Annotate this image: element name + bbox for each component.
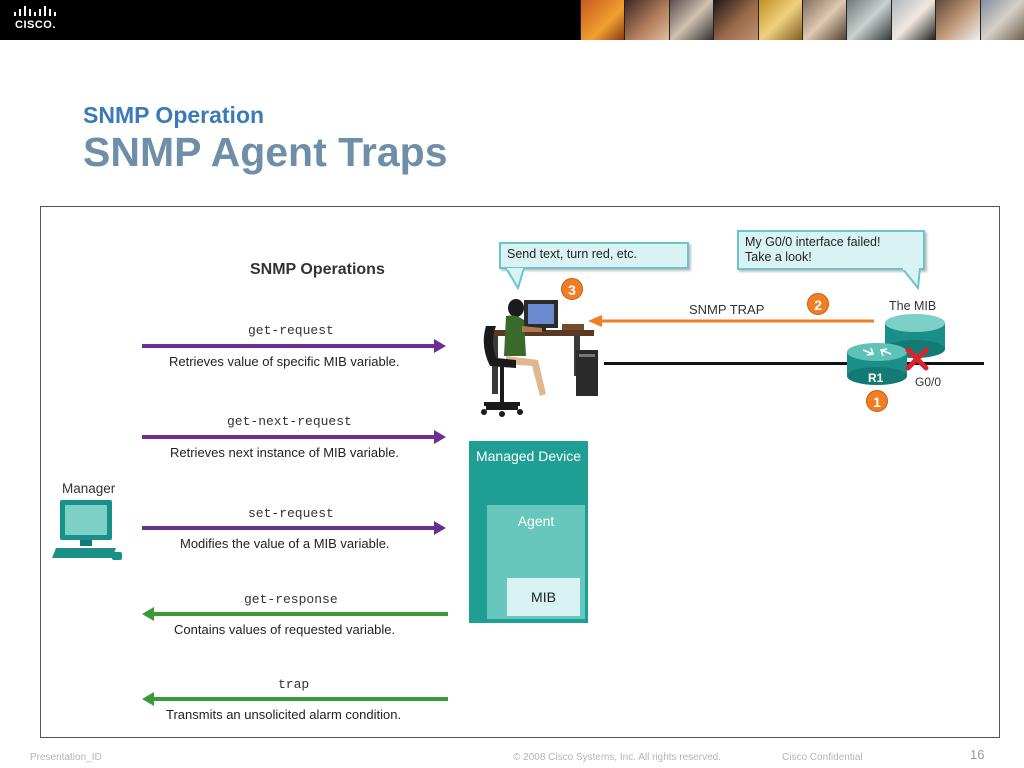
- manager-callout: Send text, turn red, etc.: [499, 242, 689, 269]
- request-arrow: [142, 521, 446, 535]
- header-photo: [979, 0, 1024, 40]
- operation-description: Transmits an unsolicited alarm condition…: [166, 707, 402, 722]
- request-arrow: [142, 430, 446, 444]
- step-badge: 2: [807, 293, 829, 315]
- router-callout-line1: My G0/0 interface failed!: [745, 235, 881, 249]
- snmp-trap-arrow: [588, 315, 874, 327]
- page-number: 16: [970, 747, 985, 762]
- header-photo: [846, 0, 891, 40]
- header-photo: [624, 0, 669, 40]
- router-callout-line2: Take a look!: [745, 250, 812, 264]
- header-photo: [713, 0, 758, 40]
- manager-callout-text: Send text, turn red, etc.: [507, 247, 637, 261]
- cisco-bars-icon: [14, 6, 56, 16]
- header-photo: [935, 0, 980, 40]
- mib-label: MIB: [531, 589, 556, 605]
- operation-name: get-response: [244, 592, 338, 607]
- callout-pointer-icon: [504, 268, 526, 290]
- manager-computer-icon: [52, 500, 122, 560]
- confidential-text: Cisco Confidential: [782, 752, 863, 763]
- operation-name: get-next-request: [227, 414, 352, 429]
- network-link: [604, 362, 984, 365]
- router-callout: My G0/0 interface failed! Take a look!: [737, 230, 925, 270]
- header-photo: [802, 0, 847, 40]
- operation-description: Retrieves next instance of MIB variable.: [170, 445, 400, 460]
- interface-failure-icon: [905, 347, 929, 371]
- operation-description: Modifies the value of a MIB variable.: [180, 536, 390, 551]
- slide-title: SNMP Agent Traps: [83, 129, 448, 175]
- header-photo: [580, 0, 625, 40]
- interface-label: G0/0: [915, 375, 942, 389]
- response-arrow: [142, 607, 448, 621]
- step-badge: 3: [561, 278, 583, 300]
- technician-workstation-icon: [481, 299, 598, 417]
- cisco-logo: CISCO.: [12, 6, 62, 34]
- presentation-id: Presentation_ID: [30, 752, 102, 763]
- copyright-text: © 2008 Cisco Systems, Inc. All rights re…: [513, 752, 722, 763]
- step-badge: 1: [866, 390, 888, 412]
- managed-device-label: Managed Device: [475, 448, 582, 464]
- callout-pointer-icon: [900, 268, 922, 290]
- manager-label: Manager: [62, 481, 116, 496]
- mib-box: MIB: [507, 578, 580, 616]
- header-bar: CISCO.: [0, 0, 1024, 40]
- agent-label: Agent: [517, 513, 555, 529]
- header-photo-strip: [580, 0, 1024, 40]
- operation-name: get-request: [248, 323, 334, 338]
- header-photo: [890, 0, 936, 40]
- request-arrow: [142, 339, 446, 353]
- operation-description: Retrieves value of specific MIB variable…: [169, 354, 400, 369]
- operation-description: Contains values of requested variable.: [174, 622, 396, 637]
- mib-database-icon: [885, 314, 945, 358]
- operation-name: set-request: [248, 506, 334, 521]
- header-photo: [668, 0, 714, 40]
- logo-text: CISCO.: [15, 19, 56, 31]
- router-icon: [847, 343, 907, 385]
- router-name-label: R1: [868, 371, 884, 385]
- operations-heading: SNMP Operations: [250, 261, 385, 278]
- operation-name: trap: [278, 677, 310, 692]
- snmp-trap-label: SNMP TRAP: [689, 302, 765, 317]
- response-arrow: [142, 692, 448, 706]
- router-mib-label: The MIB: [889, 299, 937, 313]
- header-photo: [757, 0, 803, 40]
- slide-subtitle: SNMP Operation: [83, 102, 265, 128]
